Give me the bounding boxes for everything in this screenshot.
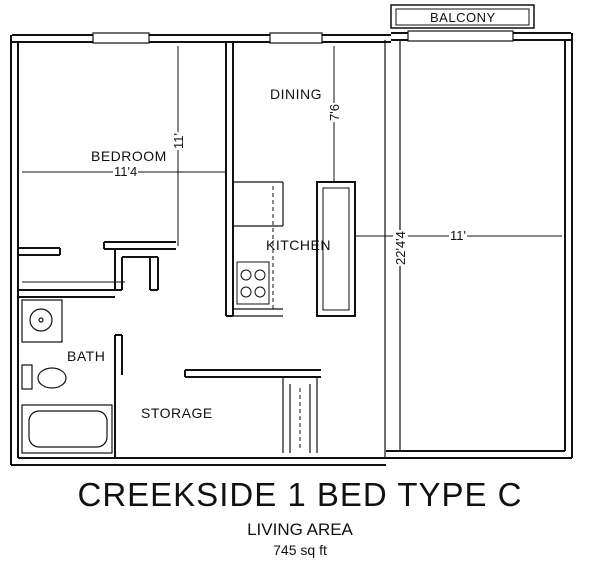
bathtub-inner [28, 410, 108, 448]
window [92, 32, 150, 44]
bathtub [21, 404, 113, 454]
kitchen-island-inner [322, 187, 350, 311]
kitchen-island [316, 181, 356, 317]
bedroom-width-label: 11'4 [113, 164, 139, 179]
bath-label: BATH [67, 348, 106, 364]
outer-wall-left [10, 35, 19, 465]
stove [236, 261, 270, 305]
outer-wall-bottom-right [386, 450, 572, 459]
outer-wall-right [564, 33, 573, 458]
bedroom-wall [225, 42, 234, 317]
bedroom-depth-label: 11' [171, 132, 186, 150]
plan-title: CREEKSIDE 1 BED TYPE C [77, 476, 523, 513]
bath-top-wall [18, 289, 115, 298]
burner [254, 269, 266, 281]
outer-wall-bottom [11, 457, 386, 466]
burner [240, 286, 252, 298]
sink-drain [38, 317, 44, 323]
storage-label: STORAGE [141, 405, 213, 421]
burner [240, 269, 252, 281]
bedroom-label: BEDROOM [91, 148, 167, 164]
outer-wall [12, 34, 391, 43]
window [407, 30, 514, 42]
sink-basin [29, 308, 53, 332]
balcony-label: BALCONY [430, 10, 496, 25]
burner [254, 286, 266, 298]
closet [114, 249, 159, 291]
plan-subtitle: LIVING AREA [247, 520, 353, 539]
bedroom-bottom-wall [18, 247, 61, 256]
toilet-tank [21, 364, 33, 390]
kitchen-bottom [233, 308, 283, 317]
balcony-inner [395, 8, 530, 26]
closet-wall [103, 241, 176, 250]
toilet-bowl [37, 367, 67, 389]
storage-top-wall [184, 369, 321, 378]
sink-counter [21, 299, 63, 343]
kitchen-label: KITCHEN [266, 237, 331, 253]
dining-label: DINING [270, 86, 322, 102]
window [269, 32, 323, 44]
balcony-outline [390, 4, 535, 29]
storage-closet [282, 376, 318, 453]
bath-right-wall [114, 334, 123, 458]
living-width-label: 11' [449, 228, 467, 243]
living-depth-label: 22'4'4 [393, 230, 408, 266]
plan-area: 745 sq ft [273, 542, 327, 558]
dining-depth-label: 7'6 [327, 103, 342, 122]
kitchen-counter [232, 181, 284, 316]
